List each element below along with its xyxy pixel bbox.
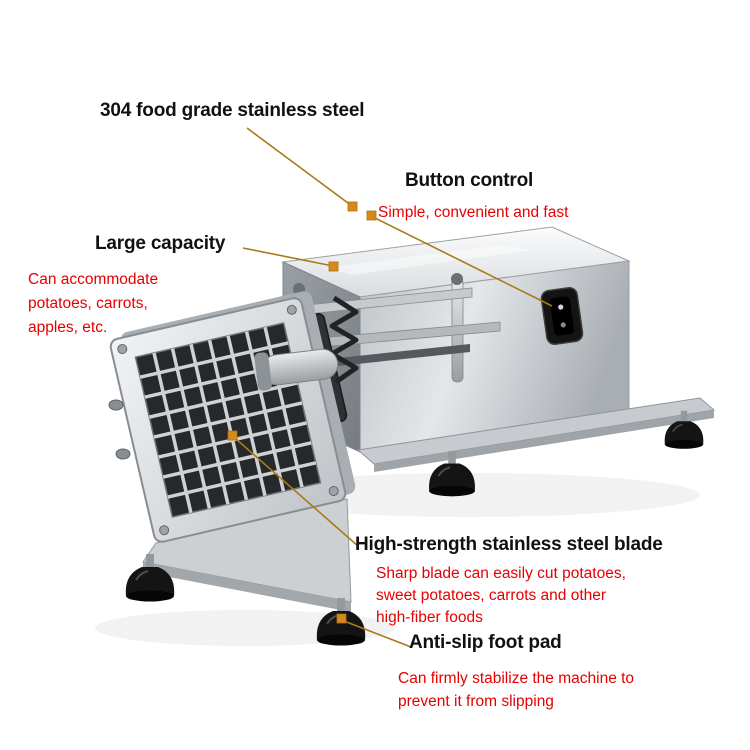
- pusher-spring: [329, 295, 359, 385]
- blade-description: Sharp blade can easily cut potatoes, swe…: [376, 565, 626, 626]
- callout-marker-foot: [336, 613, 347, 624]
- shadow: [240, 473, 700, 517]
- callout-marker-blade: [227, 430, 238, 441]
- frame-bolt: [159, 525, 170, 536]
- callout-marker-button: [366, 210, 377, 221]
- pusher-shaft: [254, 348, 339, 391]
- frame-bolt: [117, 343, 128, 354]
- blade-label: High-strength stainless steel blade: [355, 534, 663, 555]
- callouts: [235, 127, 553, 648]
- leader-line-capacity: [242, 247, 334, 267]
- base-plate: [356, 397, 716, 472]
- large-capacity-label: Large capacity: [95, 233, 226, 254]
- callout-markers: [227, 201, 377, 624]
- foot-pad-description: Can firmly stabilize the machine to prev…: [398, 670, 635, 710]
- button-control-description: Simple, convenient and fast: [378, 204, 569, 221]
- frame-bolt: [286, 304, 297, 315]
- callout-marker-material: [347, 201, 358, 212]
- callout-marker-capacity: [328, 261, 339, 272]
- leader-line-blade: [235, 438, 359, 547]
- large-capacity-description: Can accommodate potatoes, carrots, apple…: [28, 271, 159, 337]
- frame-bolt: [328, 486, 339, 497]
- wing-nut: [115, 448, 131, 460]
- wing-nut: [108, 399, 124, 411]
- power-rocker-switch: [540, 287, 584, 345]
- button-control-label: Button control: [405, 170, 534, 191]
- leader-line-foot: [343, 620, 412, 648]
- leader-line-material: [246, 127, 353, 207]
- material-label: 304 food grade stainless steel: [100, 100, 365, 121]
- leader-line-button: [372, 216, 553, 307]
- foot-pad-label: Anti-slip foot pad: [409, 632, 562, 653]
